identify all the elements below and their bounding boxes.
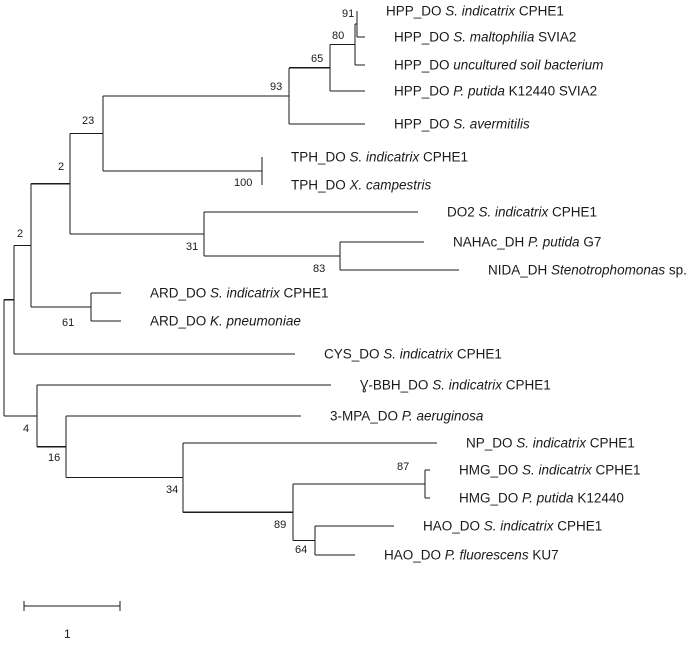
bootstrap-n_hpp1: 91 [342,8,354,20]
leaf-gene: DO2 [447,205,479,220]
leaf-strain: CPHE1 [419,150,468,165]
leaf-gene: NAHAc_DH [453,235,528,250]
leaf-gene: CYS_DO [324,347,383,362]
scale-bar: 1 [23,601,121,641]
bootstrap-n_a: 2 [58,161,64,173]
leaf-label-L19: HAO_DO S. indicatrix CPHE1 [423,519,602,534]
leaf-gene: NP_DO [466,436,516,451]
leaf-strain: G7 [580,235,602,250]
leaf-strain: CPHE1 [502,378,551,393]
leaf-label-L5: HPP_DO S. avermitilis [394,117,530,132]
leaf-strain: SVIA2 [534,30,576,45]
leaf-label-L13: CYS_DO S. indicatrix CPHE1 [324,347,502,362]
leaf-strain: K12440 [574,491,624,506]
bootstrap-n_b: 2 [17,228,23,240]
bootstrap-n_hpp2: 80 [332,30,344,42]
leaf-species: S. indicatrix [350,150,421,165]
leaf-species: S. indicatrix [432,378,503,393]
scale-bar-label: 1 [64,627,71,641]
leaf-species: S. indicatrix [484,519,555,534]
leaf-label-L18: HMG_DO P. putida K12440 [459,491,624,506]
leaf-label-L4: HPP_DO P. putida K12440 SVIA2 [394,84,597,99]
leaf-gene: 3-MPA_DO [330,409,402,424]
leaf-label-L17: HMG_DO S. indicatrix CPHE1 [459,463,641,478]
leaf-label-L20: HAO_DO P. fluorescens KU7 [384,548,559,563]
leaf-strain: CPHE1 [548,205,597,220]
leaf-label-L10: NIDA_DH Stenotrophomonas sp. [488,263,687,278]
leaf-gene: HPP_DO [386,4,445,19]
leaf-species: P. aeruginosa [402,409,484,424]
leaf-species: S. indicatrix [522,463,593,478]
leaf-species: S. maltophilia [453,30,535,45]
tree-branches [3,11,459,556]
leaf-species: Stenotrophomonas [551,263,665,278]
leaf-species: uncultured soil bacterium [453,58,603,73]
leaf-strain: CPHE1 [586,436,635,451]
leaf-gene: HPP_DO [394,84,453,99]
leaf-gene: HAO_DO [423,519,484,534]
bootstrap-n_hmg_hao: 89 [274,519,286,531]
bootstrap-n_hpp3: 65 [311,53,323,65]
leaf-strain: KU7 [529,548,559,563]
leaf-label-L15: 3-MPA_DO P. aeruginosa [330,409,484,424]
leaf-gene: TPH_DO [291,178,350,193]
leaf-label-L11: ARD_DO S. indicatrix CPHE1 [150,286,329,301]
bootstrap-n_f: 16 [48,452,60,464]
leaf-label-L16: NP_DO S. indicatrix CPHE1 [466,436,635,451]
bootstrap-n_e: 4 [23,423,29,435]
leaf-species: X. campestris [349,178,432,193]
leaf-species: K. pneumoniae [210,314,301,329]
leaf-label-L1: HPP_DO S. indicatrix CPHE1 [386,4,564,19]
leaf-species: S. indicatrix [210,286,281,301]
bootstrap-n_nah: 83 [313,263,325,275]
leaf-label-L2: HPP_DO S. maltophilia SVIA2 [394,30,576,45]
leaf-gene: HPP_DO [394,58,453,73]
bootstrap-n_hpp4: 93 [270,81,282,93]
leaf-strain: CPHE1 [554,519,603,534]
leaf-strain: CPHE1 [280,286,329,301]
leaf-species: P. fluorescens [445,548,529,563]
leaf-gene: HPP_DO [394,117,453,132]
bootstrap-labels: 91 80 65 93 23 100 2 31 83 2 61 4 16 34 89 87 64 [17,8,409,556]
bootstrap-n_ard: 61 [62,317,74,329]
leaf-strain: CPHE1 [515,4,564,19]
leaf-gene: NIDA_DH [488,263,551,278]
bootstrap-n_hao: 64 [295,544,307,556]
bootstrap-n_np: 34 [166,484,178,496]
leaf-gene: HPP_DO [394,30,453,45]
leaf-gene: Ɣ-BBH_DO [360,378,432,393]
leaf-gene: HAO_DO [384,548,445,563]
leaf-species: S. indicatrix [516,436,587,451]
leaf-label-L12: ARD_DO K. pneumoniae [150,314,301,329]
leaf-label-L7: TPH_DO X. campestris [291,178,432,193]
leaf-species: S. indicatrix [383,347,454,362]
leaf-species: S. avermitilis [453,117,530,132]
leaf-label-L9: NAHAc_DH P. putida G7 [453,235,601,250]
leaf-label-L14: Ɣ-BBH_DO S. indicatrix CPHE1 [360,378,551,393]
leaf-gene: HMG_DO [459,491,522,506]
bootstrap-n_do2: 31 [186,241,198,253]
leaf-label-L3: HPP_DO uncultured soil bacterium [394,58,603,73]
bootstrap-n_tph: 100 [234,177,252,189]
leaf-strain: CPHE1 [592,463,641,478]
leaf-species: P. putida [528,235,580,250]
leaf-label-L8: DO2 S. indicatrix CPHE1 [447,205,597,220]
leaf-species: S. indicatrix [479,205,550,220]
leaf-strain: CPHE1 [453,347,502,362]
leaf-strain: K12440 SVIA2 [505,84,597,99]
bootstrap-n_hpp_tph: 23 [82,115,94,127]
bootstrap-n_hmg: 87 [397,461,409,473]
leaf-species: P. putida [522,491,574,506]
leaf-species: S. indicatrix [445,4,516,19]
leaf-strain: sp. [665,263,687,278]
leaf-gene: HMG_DO [459,463,522,478]
leaf-species: P. putida [453,84,505,99]
leaf-gene: ARD_DO [150,286,210,301]
leaf-label-L6: TPH_DO S. indicatrix CPHE1 [291,150,468,165]
leaf-gene: ARD_DO [150,314,210,329]
leaf-gene: TPH_DO [291,150,350,165]
